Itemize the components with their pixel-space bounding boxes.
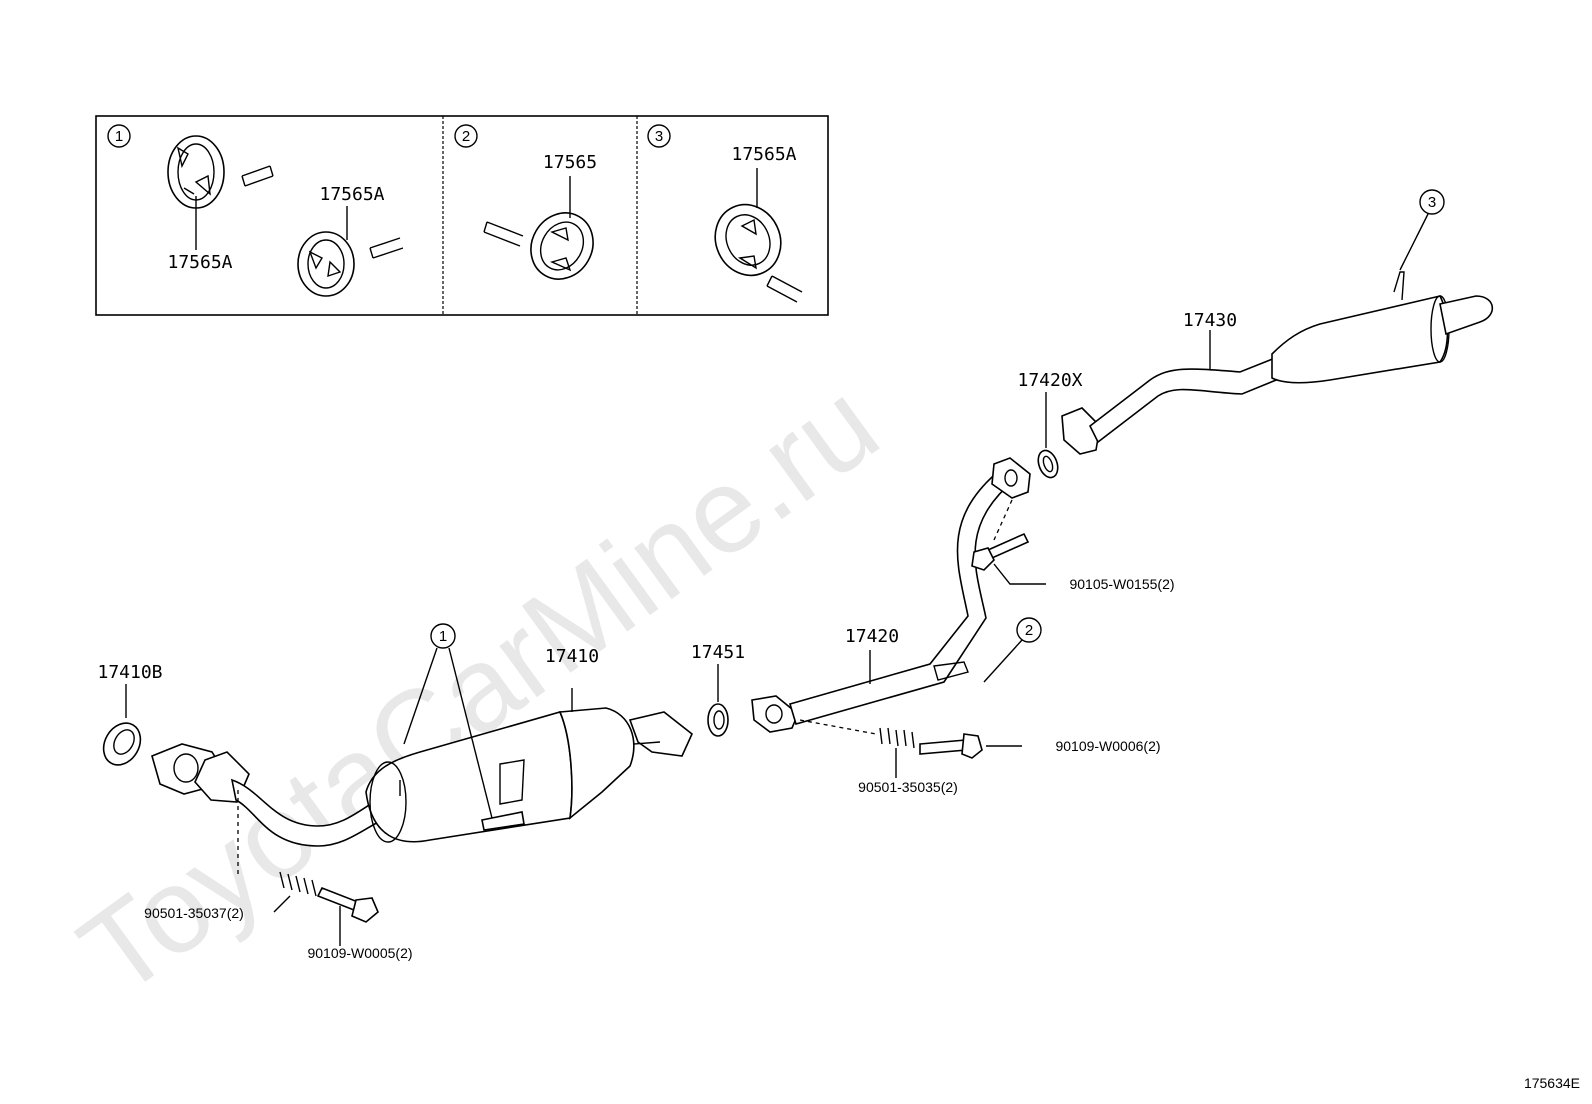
callout-3-label: 3: [1428, 194, 1436, 211]
rubber-hanger-icon: [297, 231, 355, 297]
callout-2-label: 2: [1025, 622, 1033, 639]
diagram-code: 175634E: [1524, 1075, 1580, 1091]
front-pipe: [151, 743, 401, 847]
part-label-17420X: 17420X: [1017, 370, 1082, 391]
watermark: ToyotaCarMine.ru: [57, 356, 902, 1021]
part-label-90109-W0006: 90109-W0006(2): [1055, 738, 1160, 754]
part-label-17420: 17420: [845, 626, 899, 647]
part-label-90109-W0005: 90109-W0005(2): [307, 945, 412, 961]
part-label-17451: 17451: [691, 642, 745, 663]
bolt-90109-W0005: [316, 886, 379, 923]
inset-panel-1: 1 17565A 17565A: [107, 124, 404, 297]
callout-1-label: 1: [439, 628, 447, 645]
tail-pipe-muffler-17430: [1061, 271, 1494, 455]
part-label-17565: 17565: [543, 152, 597, 173]
gasket-ring-17410B: [102, 684, 142, 766]
part-label-90105-W0155: 90105-W0155(2): [1069, 576, 1174, 592]
spring-90501-35035: [879, 727, 915, 749]
gasket-ring-17451: [707, 664, 729, 737]
inset-panel-2: 2 17565: [454, 124, 597, 280]
part-label-17410B: 17410B: [97, 662, 162, 683]
part-label-17430: 17430: [1183, 310, 1237, 331]
callout-marker-icon: [1016, 617, 1042, 643]
part-label-90501-35035: 90501-35035(2): [858, 779, 958, 795]
gasket-ring-17420X: [1037, 392, 1059, 479]
bolt-90109-W0006: [919, 733, 983, 759]
panel-marker-3-icon: [647, 124, 671, 148]
center-pipe-17420: [751, 457, 1031, 733]
part-label-17565A-a: 17565A: [167, 252, 232, 273]
inset-panel-3: 3 17565A: [647, 124, 803, 303]
spring-90501-35037: [279, 871, 317, 897]
rubber-hanger-icon: [714, 203, 782, 277]
callout-marker-icon: [1419, 189, 1445, 215]
part-label-17565A-b: 17565A: [319, 184, 384, 205]
rubber-hanger-icon: [530, 212, 594, 280]
callout-2: 2: [983, 617, 1042, 683]
bolt-90105-W0155: [971, 532, 1030, 571]
part-label-17410: 17410: [545, 646, 599, 667]
callout-marker-icon: [430, 623, 456, 649]
callout-3: 3: [1399, 189, 1445, 271]
panel-marker-1: 1: [115, 128, 123, 145]
part-label-17565A-c: 17565A: [731, 144, 796, 165]
panel-marker-1-icon: [107, 124, 131, 148]
panel-marker-3: 3: [655, 128, 663, 145]
part-label-90501-35037: 90501-35037(2): [144, 905, 244, 921]
inset-box: [95, 115, 829, 316]
panel-marker-2-icon: [454, 124, 478, 148]
callout-1: 1: [403, 623, 493, 819]
catalytic-converter-17410: [365, 688, 693, 843]
panel-marker-2: 2: [462, 128, 470, 145]
